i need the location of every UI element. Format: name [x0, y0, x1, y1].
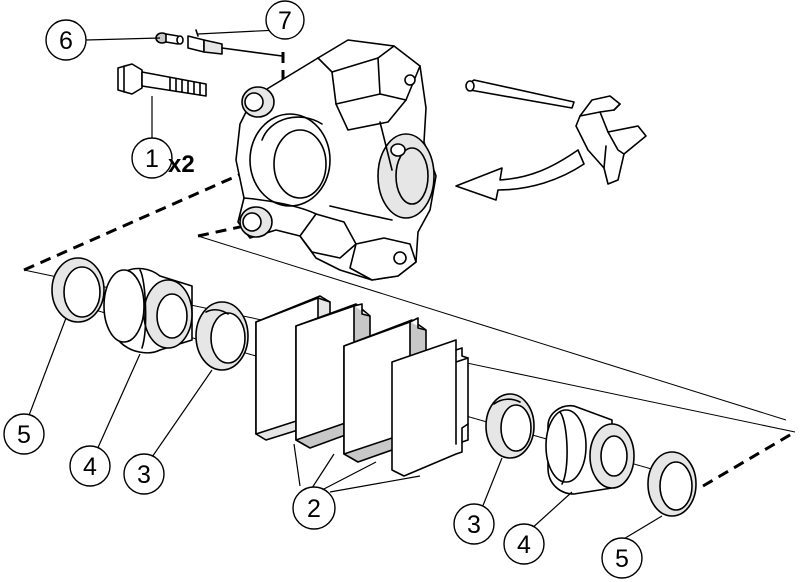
callout-3-left: 3	[123, 453, 165, 495]
callout-1-quantity: x2	[168, 151, 195, 178]
callout-3-right-label: 3	[467, 511, 481, 539]
brake-pad-4	[391, 339, 469, 477]
dust-boot-left	[195, 301, 249, 371]
callout-4-right-label: 4	[517, 531, 531, 559]
callout-3-right: 3	[453, 503, 495, 545]
callout-4-left-label: 4	[83, 453, 97, 481]
caliper-housing	[235, 39, 437, 281]
bleed-valve	[187, 29, 283, 57]
callout-7: 7	[265, 0, 305, 40]
callout-5-right: 5	[601, 537, 643, 579]
seal-ring-right	[647, 451, 697, 517]
callout-7-label: 7	[278, 7, 292, 35]
callout-6-label: 6	[59, 27, 73, 55]
piston-left	[103, 267, 193, 354]
spring-clip	[575, 95, 647, 185]
callout-1-label: 1	[145, 145, 159, 173]
direction-arrow	[455, 149, 585, 201]
callout-3-left-label: 3	[137, 461, 151, 489]
piston-right	[545, 404, 635, 495]
callout-4-left: 4	[69, 445, 111, 487]
leader-lines	[27, 29, 663, 541]
callout-5-left: 5	[3, 413, 45, 455]
callout-5-left-label: 5	[17, 421, 31, 449]
callout-6: 6	[45, 19, 87, 61]
callout-4-right: 4	[503, 523, 545, 565]
seal-ring-left	[51, 257, 105, 323]
bleed-screw	[155, 32, 184, 45]
callout-2: 2	[292, 486, 336, 530]
guide-bolt	[117, 63, 207, 97]
callout-5-right-label: 5	[615, 545, 629, 573]
retaining-pin	[465, 79, 575, 109]
callout-2-label: 2	[307, 495, 321, 523]
dust-boot-right	[485, 393, 535, 459]
callout-1: 1 x2	[131, 137, 195, 179]
